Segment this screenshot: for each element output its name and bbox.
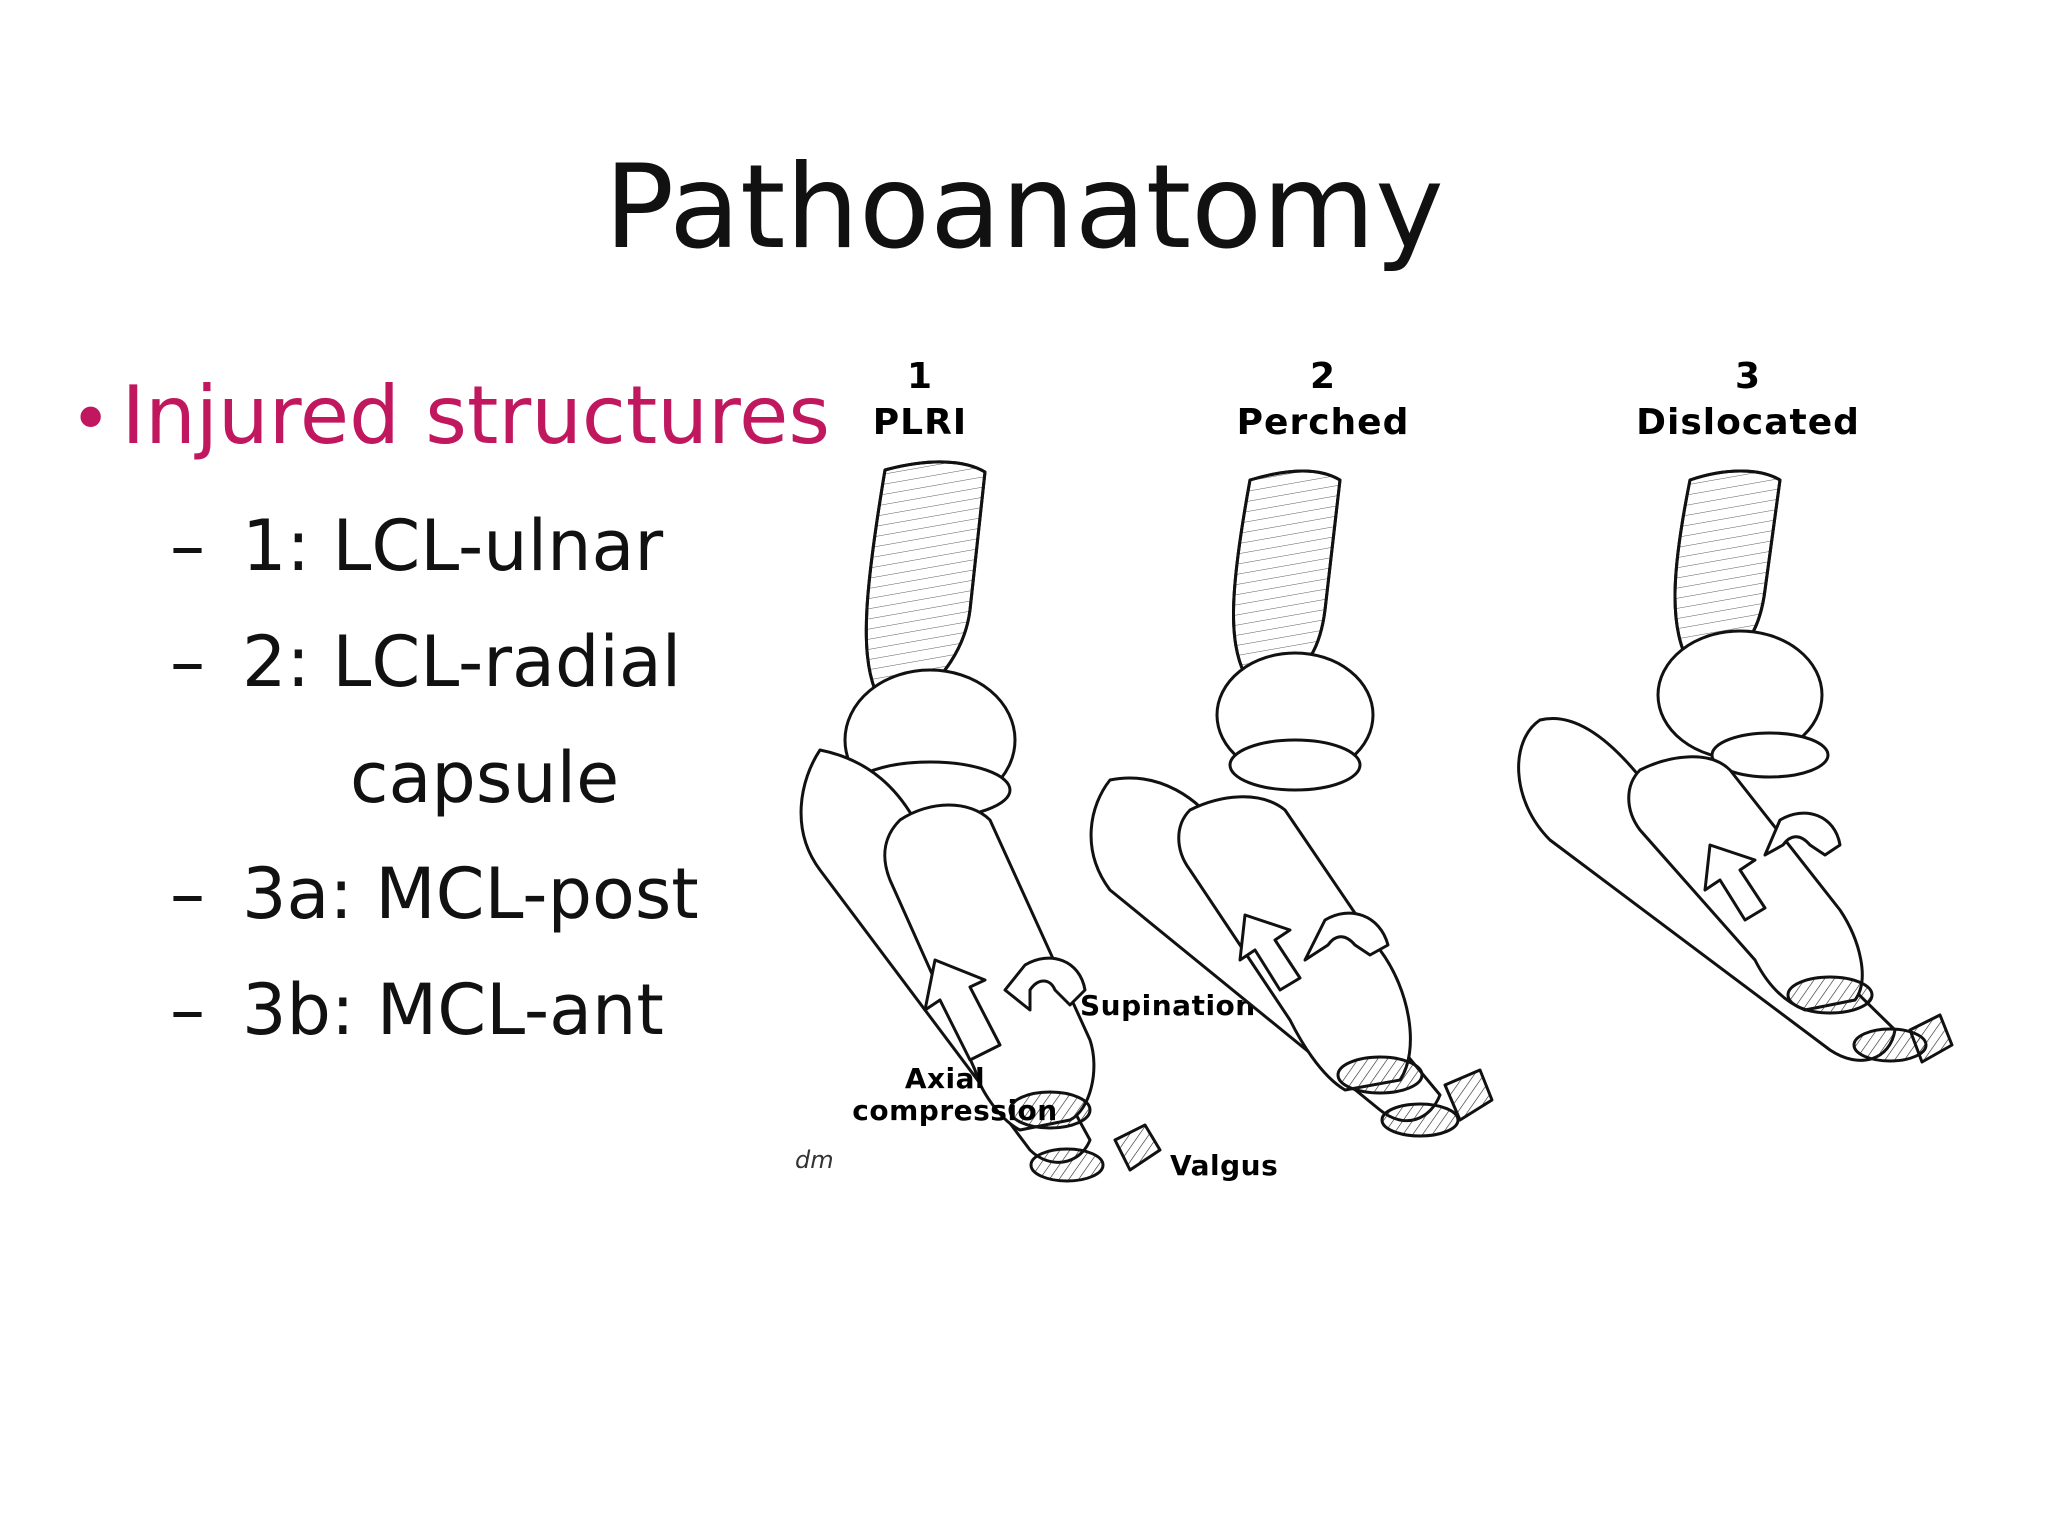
stage-label-plri: PLRI xyxy=(873,402,967,443)
sub-list: – 1: LCL-ulnar – 2: LCL-radial capsule –… xyxy=(170,488,830,1068)
sub-item-lcl-radial: – 2: LCL-radial xyxy=(170,604,830,720)
stage-label-dislocated: Dislocated xyxy=(1636,402,1860,443)
sub-item-text: capsule xyxy=(350,737,620,819)
stage-number-3: 3 xyxy=(1735,356,1761,397)
stage-number-2: 2 xyxy=(1310,356,1336,397)
sub-item-text: 3b: MCL-ant xyxy=(242,969,664,1051)
sub-item-marker: – xyxy=(170,621,205,703)
page-title: Pathoanatomy xyxy=(604,140,1444,275)
label-supination: Supination xyxy=(1080,989,1256,1022)
bullet-list: • Injured structures – 1: LCL-ulnar – 2:… xyxy=(70,368,830,1051)
artist-signature: dm xyxy=(795,1146,834,1174)
bullet-label: Injured structures xyxy=(121,369,830,462)
label-valgus: Valgus xyxy=(1170,1149,1278,1182)
label-compression: compression xyxy=(852,1094,1057,1127)
sub-item-capsule: capsule xyxy=(170,720,830,836)
elbow-stage-2 xyxy=(1089,469,1494,1138)
sub-item-text: 2: LCL-radial xyxy=(242,621,682,703)
elbow-stage-1 xyxy=(799,460,1162,1183)
bullet-item-injured-structures: • Injured structures xyxy=(70,368,830,464)
sub-item-mcl-ant: – 3b: MCL-ant xyxy=(170,952,830,1068)
sub-item-marker: – xyxy=(170,853,205,935)
sub-item-lcl-ulnar: – 1: LCL-ulnar xyxy=(170,488,830,604)
sub-item-text: 1: LCL-ulnar xyxy=(242,505,664,587)
bullet-marker: • xyxy=(70,378,112,460)
sub-item-text: 3a: MCL-post xyxy=(242,853,699,935)
sub-item-marker: – xyxy=(170,969,205,1051)
elbow-stages-illustration: 1 PLRI 2 Perched 3 Dislocated Supination… xyxy=(795,356,1954,1183)
elbow-stage-3 xyxy=(1517,469,1954,1064)
sub-item-marker: – xyxy=(170,505,205,587)
stage-label-perched: Perched xyxy=(1237,402,1410,443)
label-axial: Axial xyxy=(905,1062,985,1095)
stage-number-1: 1 xyxy=(907,356,933,397)
sub-item-mcl-post: – 3a: MCL-post xyxy=(170,836,830,952)
